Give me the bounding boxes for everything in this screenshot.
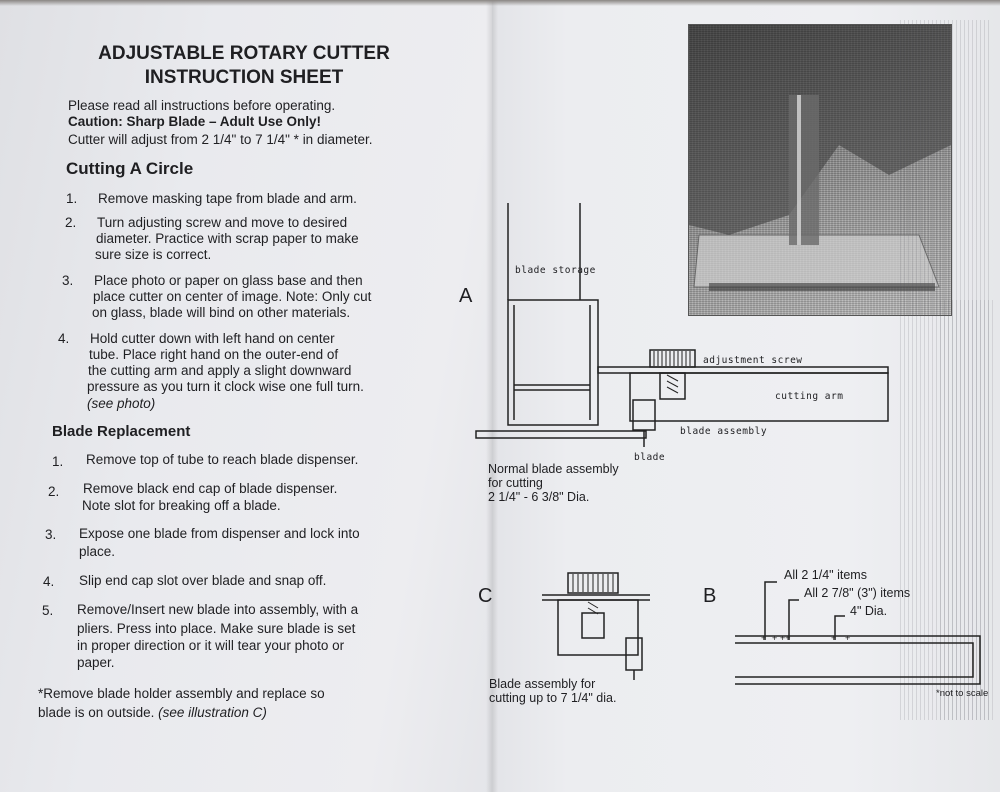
diagram-b-letter: B	[703, 585, 717, 607]
step-number: 4.	[43, 574, 55, 589]
step-line: Remove/Insert new blade into assembly, w…	[77, 602, 359, 617]
svg-text:+: +	[772, 633, 777, 643]
step-line: pressure as you turn it clock wise one f…	[87, 379, 364, 394]
step-line: place cutter on center of image. Note: O…	[93, 289, 372, 304]
caption-a-line1: Normal blade assembly	[488, 462, 619, 476]
intro-read-instructions: Please read all instructions before oper…	[68, 98, 336, 113]
step-number: 5.	[42, 603, 54, 618]
diagram-b: ++++ ++	[735, 581, 981, 685]
step-line: Remove black end cap of blade dispenser.	[83, 481, 338, 496]
diagram-a	[475, 203, 889, 447]
sheet-title-line2: INSTRUCTION SHEET	[144, 67, 344, 88]
step-number: 3.	[45, 527, 57, 542]
page-top-edge	[0, 0, 1000, 6]
left-page	[0, 0, 492, 792]
step-number: 1.	[66, 191, 78, 206]
step-number: 2.	[65, 215, 77, 230]
label-cutting-arm: cutting arm	[775, 391, 844, 402]
cutting-circle-heading: Cutting A Circle	[66, 159, 194, 178]
step-line: in proper direction or it will tear your…	[77, 638, 345, 653]
step-line: Expose one blade from dispenser and lock…	[79, 526, 360, 541]
step-number: 1.	[52, 454, 64, 469]
label-blade-storage: blade storage	[515, 265, 596, 276]
caption-a-line3: 2 1/4" - 6 3/8" Dia.	[488, 490, 590, 504]
footnote-see-c: (see illustration C)	[158, 705, 267, 720]
photo-illustration	[689, 25, 951, 291]
scan-noise	[940, 300, 995, 720]
step-line: the cutting arm and apply a slight downw…	[88, 363, 352, 378]
step-number: 4.	[58, 331, 70, 346]
diagram-c-letter: C	[478, 585, 493, 607]
step-line: Place photo or paper on glass base and t…	[94, 273, 363, 288]
step-line: Turn adjusting screw and move to desired	[97, 215, 348, 230]
step-number: 2.	[48, 484, 60, 499]
step-line: Remove masking tape from blade and arm.	[98, 191, 357, 206]
footnote-line2: blade is on outside. (see illustration C…	[38, 705, 267, 721]
caption-a-line2: for cutting	[488, 476, 543, 490]
step-line: Hold cutter down with left hand on cente…	[90, 331, 335, 346]
label-blade-assembly: blade assembly	[680, 426, 768, 437]
label-blade: blade	[634, 452, 666, 463]
svg-text:++: ++	[780, 633, 791, 643]
step-line: paper.	[77, 655, 115, 670]
footnote-text: blade is on outside.	[38, 705, 155, 720]
step-line: diameter. Practice with scrap paper to m…	[96, 231, 359, 246]
sheet-title-line1: ADJUSTABLE ROTARY CUTTER	[98, 43, 390, 64]
see-photo-note: (see photo)	[87, 396, 156, 411]
instruction-photo	[688, 24, 952, 316]
step-line: place.	[79, 544, 116, 559]
step-line: sure size is correct.	[95, 247, 212, 262]
blade-replacement-heading: Blade Replacement	[52, 423, 191, 440]
svg-text:+: +	[845, 633, 850, 643]
label-all-mid-items: All 2 7/8" (3") items	[804, 586, 911, 600]
svg-text:+: +	[761, 633, 766, 643]
step-line: pliers. Press into place. Make sure blad…	[77, 621, 356, 636]
caution-text: Caution: Sharp Blade – Adult Use Only!	[68, 114, 322, 129]
not-to-scale-note: *not to scale	[936, 688, 989, 699]
step-line: on glass, blade will bind on other mater…	[92, 305, 351, 320]
step-line: Note slot for breaking off a blade.	[82, 498, 281, 513]
intro-diameter-range: Cutter will adjust from 2 1/4" to 7 1/4"…	[68, 132, 373, 147]
step-number: 3.	[62, 273, 74, 288]
svg-text:+: +	[831, 633, 836, 643]
label-all-small-items: All 2 1/4" items	[784, 568, 867, 582]
footnote-line1: *Remove blade holder assembly and replac…	[38, 686, 325, 701]
page-fold	[486, 0, 498, 792]
caption-c-line2: cutting up to 7 1/4" dia.	[489, 691, 617, 705]
caption-c-line1: Blade assembly for	[489, 677, 596, 691]
step-line: Remove top of tube to reach blade dispen…	[86, 452, 359, 467]
label-adjustment-screw: adjustment screw	[703, 355, 803, 366]
diagram-a-letter: A	[459, 285, 473, 307]
step-line: tube. Place right hand on the outer-end …	[89, 347, 339, 362]
scan-noise	[900, 20, 990, 720]
step-line: Slip end cap slot over blade and snap of…	[79, 573, 327, 588]
diagram-c	[542, 572, 650, 680]
label-4-dia: 4" Dia.	[850, 604, 888, 618]
